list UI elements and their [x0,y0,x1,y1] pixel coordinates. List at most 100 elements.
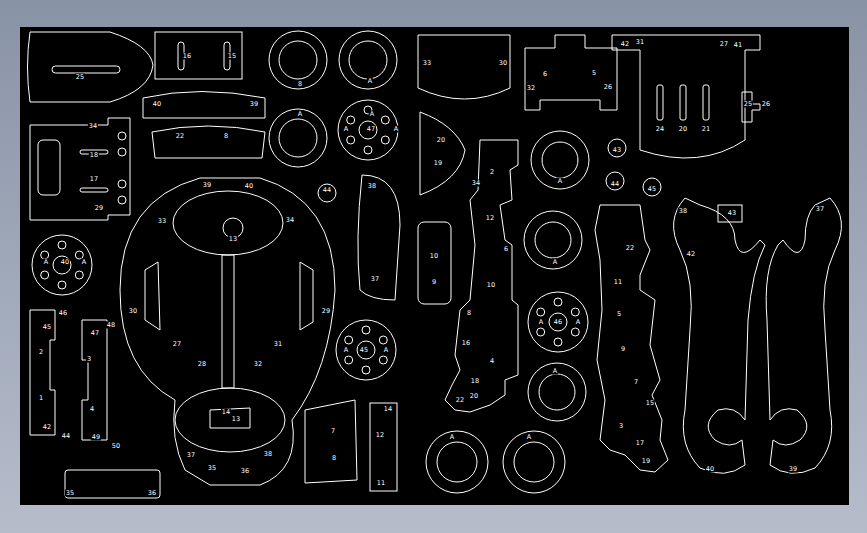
part-number: 40 [152,101,162,108]
part-number: 34 [88,123,98,130]
part-number: 46 [58,310,68,317]
part-number: 33 [422,60,432,67]
part-number: 31 [635,39,645,46]
part-number: 20 [469,393,479,400]
part-number: 29 [321,308,331,315]
part-number: 10 [429,253,439,260]
part-number: 6 [542,71,548,78]
part-number: 15 [645,400,655,407]
part-number: 4 [89,406,95,413]
part-number: A [393,126,399,133]
part-number: 50 [111,443,121,450]
part-number: 12 [375,432,385,439]
part-number: 39 [788,466,798,473]
part-number: 15 [227,53,237,60]
part-number: 7 [633,379,639,386]
part-number: 47 [366,126,376,133]
part-number: 30 [498,60,508,67]
part-number: 7 [330,428,336,435]
part-number: 40 [244,183,254,190]
part-number: 26 [761,101,771,108]
part-number: 37 [186,452,196,459]
part-number: 20 [436,137,446,144]
part-number: 13 [228,236,238,243]
part-number: A [383,347,389,354]
part-number: 9 [431,279,437,286]
part-number: 17 [89,176,99,183]
part-number: 3 [86,356,92,363]
part-number: A [526,434,532,441]
part-number: 5 [591,70,597,77]
part-number: 25 [75,74,85,81]
part-number: 34 [471,180,481,187]
part-number: 28 [197,361,207,368]
part-number: 41 [733,42,743,49]
part-number: 42 [42,424,52,431]
part-number: 42 [620,41,630,48]
part-number: A [43,259,49,266]
part-number: 35 [207,465,217,472]
part-number: A [367,78,373,85]
part-number: 44 [322,187,332,194]
part-number: A [557,178,563,185]
part-number: 39 [202,182,212,189]
part-number: 43 [612,147,622,154]
part-number: 5 [616,311,622,318]
part-number: A [552,259,558,266]
part-number: 47 [90,330,100,337]
part-number: 19 [433,160,443,167]
part-number: 22 [625,245,635,252]
part-number: 38 [678,208,688,215]
part-number: 24 [655,126,665,133]
part-number: 37 [815,206,825,213]
part-number: A [343,347,349,354]
part-number: A [552,368,558,375]
part-number: 43 [727,210,737,217]
drawing-area [20,27,849,505]
part-number: 10 [486,282,496,289]
part-outlines [28,31,842,498]
part-number: 44 [610,181,620,188]
part-number: A [81,259,87,266]
part-number: 26 [603,84,613,91]
part-number: 45 [647,186,657,193]
part-number: 14 [221,409,231,416]
part-number: 42 [686,251,696,258]
part-number: 32 [526,85,536,92]
part-number: 18 [470,378,480,385]
part-number: 32 [253,361,263,368]
part-number: 3 [618,423,624,430]
part-number: 8 [466,310,472,317]
part-number: 27 [172,341,182,348]
part-number: 17 [635,440,645,447]
part-number: 22 [175,133,185,140]
part-number: 8 [223,133,229,140]
part-number: 16 [182,53,192,60]
part-number: 31 [273,341,283,348]
part-number: 13 [231,416,241,423]
part-number: 44 [61,433,71,440]
part-number: 22 [455,397,465,404]
part-number: 8 [331,455,337,462]
part-number: 19 [641,458,651,465]
part-number: 48 [106,322,116,329]
part-number: 45 [42,324,52,331]
part-number: 40 [705,466,715,473]
part-number: 37 [370,276,380,283]
part-number: A [297,111,303,118]
part-number: A [369,111,375,118]
part-number: 1 [38,395,44,402]
part-number: 11 [376,480,386,487]
part-number: 30 [128,308,138,315]
part-number: 2 [489,169,495,176]
part-number: A [538,319,544,326]
part-number: 6 [503,246,509,253]
part-number: A [449,434,455,441]
part-number: 38 [263,451,273,458]
part-number: 16 [461,340,471,347]
part-number: 11 [613,279,623,286]
part-number: 36 [147,490,157,497]
part-number: 33 [157,218,167,225]
